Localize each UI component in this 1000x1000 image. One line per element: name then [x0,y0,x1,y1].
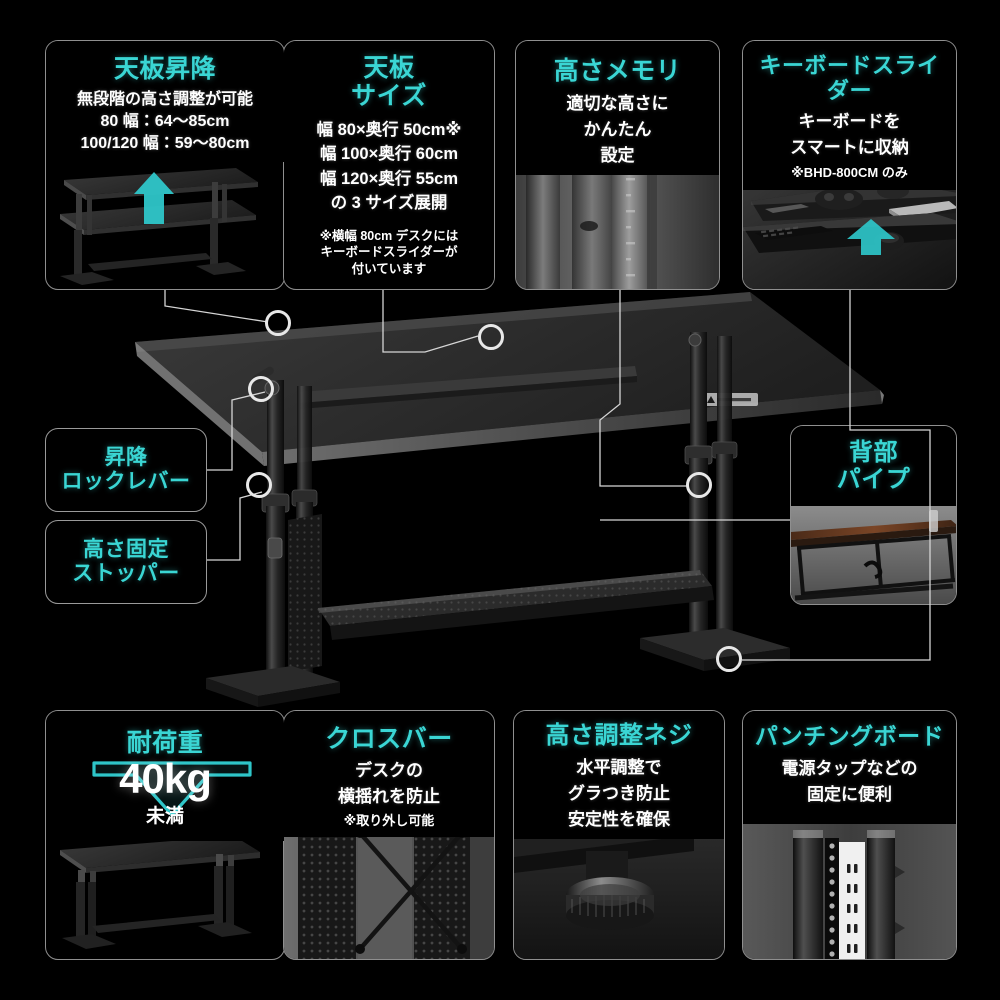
card-top-lift-line-3: 100/120 幅：59〜80cm [80,134,250,152]
card-keyboard-slider-line-1: キーボードを [798,112,901,132]
card-level-screw-line-2: グラつき防止 [568,783,670,803]
leg-scale-svg [516,164,719,289]
card-keyboard-slider-note: ※BHD-800CM のみ [791,165,908,181]
callout-ring-desktop-left [265,310,291,336]
card-keyboard-slider-title: キーボードスライダー [759,53,940,103]
card-top-lift-title: 天板昇降 [113,55,216,83]
two-height-desk-svg [60,168,258,285]
card-top-size-title-2: サイズ [351,82,427,110]
callout-ring-base-foot [716,646,742,672]
card-top-size-text: 天板 サイズ 幅 80×奥行 50cm※ 幅 100×奥行 60cm 幅 120… [284,41,494,286]
load-capacity-value: 40kg [119,755,212,802]
card-top-size-note-2: キーボードスライダーが [320,245,458,260]
card-top-lift[interactable]: 天板昇降 無段階の高さ調整が可能 80 幅：64〜85cm 100/120 幅：… [45,40,285,290]
card-punching-board[interactable]: パンチングボード 電源タップなどの 固定に便利 [742,710,957,960]
card-keyboard-slider-text: キーボードスライダー キーボードを スマートに収納 ※BHD-800CM のみ [743,41,956,190]
card-level-screw[interactable]: 高さ調整ネジ 水平調整で グラつき防止 安定性を確保 [513,710,725,960]
card-crossbar-text: クロスバー デスクの 横揺れを防止 ※取り外し可能 [284,711,494,838]
card-punching-board-line-2: 固定に便利 [807,784,892,804]
card-height-memory-line-2: かんたん [583,120,652,140]
label-height-stopper-text: 高さ固定 ストッパー [72,538,180,585]
card-rear-pipe-line-2: パイプ [836,465,911,493]
photo-desk-front [46,824,284,959]
load-capacity-arrow-block: 40kg 未満 [52,755,278,833]
load-capacity-value-sub: 未満 [145,806,184,827]
callout-ring-desktop-right [478,324,504,350]
right-lock-lever-part [688,333,702,347]
label-lift-lock-lever[interactable]: 昇降 ロックレバー [45,428,207,512]
keyboard-icon [755,226,833,240]
card-rear-pipe-text: 背部 パイプ [791,426,956,502]
card-crossbar-line-1: デスクの [355,761,423,780]
card-rear-pipe-line-1: 背部 [849,439,898,466]
photo-crossbar [284,819,494,959]
power-strip-svg [743,824,956,959]
gamepad-icon [815,188,863,210]
card-height-memory[interactable]: 高さメモリ 適切な高さに かんたん 設定 [515,40,720,290]
photo-power-strip [743,824,956,959]
card-top-lift-text: 天板昇降 無段階の高さ調整が可能 80 幅：64〜85cm 100/120 幅：… [46,41,284,163]
card-level-screw-text: 高さ調整ネジ 水平調整で グラつき防止 安定性を確保 [514,711,724,840]
label-height-stopper[interactable]: 高さ固定 ストッパー [45,520,207,604]
main-desk-illustration [0,270,1000,720]
card-crossbar-title: クロスバー [325,725,453,753]
label-lift-lock-lever-text: 昇降 ロックレバー [62,446,191,493]
card-top-lift-line-1: 無段階の高さ調整が可能 [76,91,253,108]
label-lift-lock-lever-line-1: 昇降 [104,446,148,470]
desk-front-svg [60,836,260,949]
card-height-memory-text: 高さメモリ 適切な高さに かんたん 設定 [516,41,719,176]
callout-ring-lock-lever [248,376,274,402]
card-top-size-line-2: 幅 100×奥行 60cm [319,145,459,164]
card-top-size[interactable]: 天板 サイズ 幅 80×奥行 50cm※ 幅 100×奥行 60cm 幅 120… [283,40,495,290]
label-height-stopper-line-1: 高さ固定 [83,538,169,562]
card-height-memory-line-3: 設定 [600,146,635,166]
card-crossbar-note: ※取り外し可能 [343,813,435,829]
card-level-screw-title: 高さ調整ネジ [545,722,693,749]
card-punching-board-title: パンチングボード [754,723,945,749]
photo-leg-height-scale [516,164,719,289]
label-lift-lock-lever-line-2: ロックレバー [61,470,191,493]
card-crossbar-line-2: 横揺れを防止 [338,787,440,807]
card-top-size-note-3: 付いています [351,261,427,276]
card-punching-board-line-1: 電源タップなどの [781,758,918,778]
photo-desk-two-heights [46,154,284,289]
card-punching-board-text: パンチングボード 電源タップなどの 固定に便利 [743,711,956,814]
desk-svg [135,292,884,707]
card-height-memory-line-1: 適切な高さに [566,94,669,113]
crossbar-svg [284,819,494,959]
callout-ring-right-leg [686,472,712,498]
card-keyboard-slider-line-2: スマートに収納 [790,138,909,158]
stopper-part [267,537,283,559]
card-load-capacity-title: 耐荷重 [126,729,204,757]
up-arrow-icon [134,172,174,224]
label-height-stopper-line-2: ストッパー [72,562,180,585]
card-top-size-line-3: 幅 120×奥行 55cm [319,169,459,188]
card-top-size-note-1: ※横幅 80cm デスクには [319,228,459,243]
down-arrow-icon [92,761,252,817]
card-level-screw-line-1: 水平調整で [576,757,662,777]
card-keyboard-slider[interactable]: キーボードスライダー キーボードを スマートに収納 ※BHD-800CM のみ [742,40,957,290]
card-crossbar[interactable]: クロスバー デスクの 横揺れを防止 ※取り外し可能 [283,710,495,960]
slide-arrow-icon [847,219,895,255]
callout-ring-stopper [246,472,272,498]
card-level-screw-line-3: 安定性を確保 [568,810,670,830]
card-top-size-line-4: の 3 サイズ展開 [330,194,448,213]
card-load-capacity-text: 耐荷重 40kg 未満 [46,711,284,841]
card-top-size-line-1: 幅 80×奥行 50cm※ [316,121,462,139]
card-load-capacity[interactable]: 耐荷重 40kg 未満 [45,710,285,960]
card-top-lift-line-2: 80 幅：64〜85cm [100,112,230,130]
card-height-memory-title: 高さメモリ [553,57,682,85]
card-top-size-title-1: 天板 [363,54,415,82]
